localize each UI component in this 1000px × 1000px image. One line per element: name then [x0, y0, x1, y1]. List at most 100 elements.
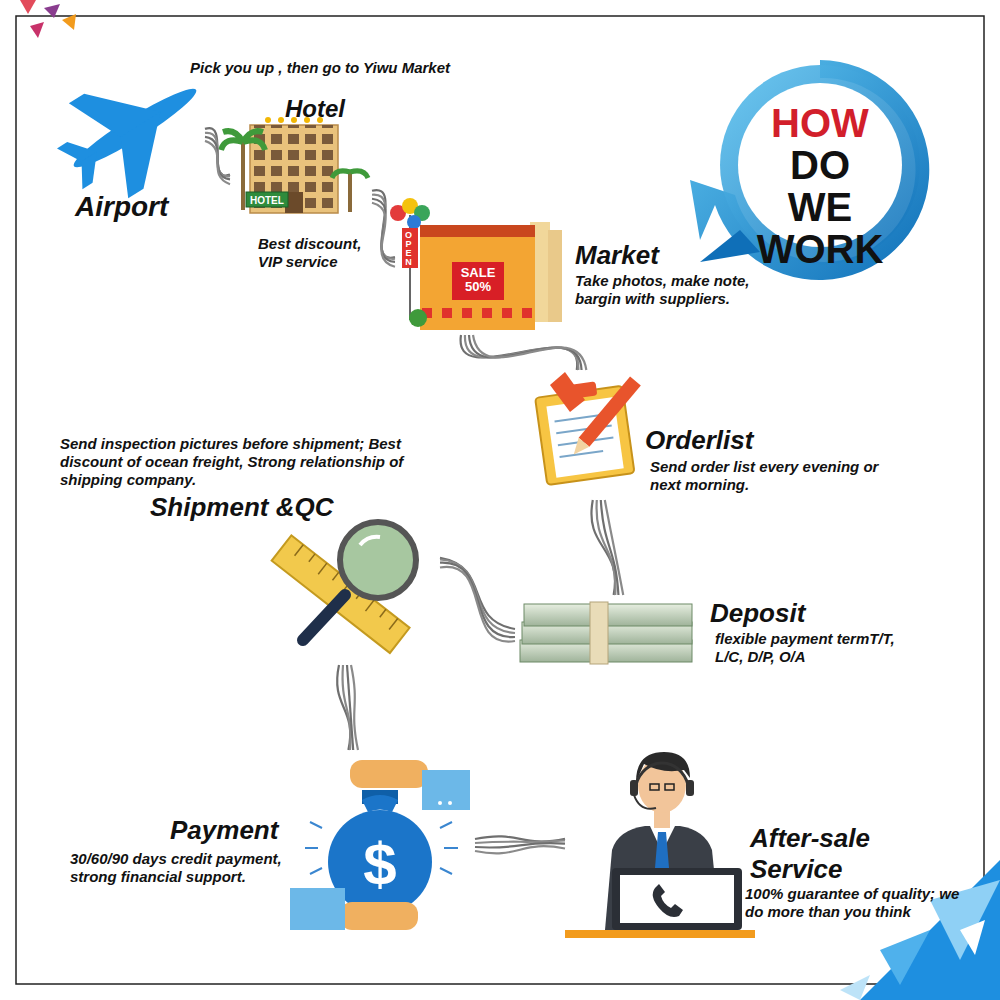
money-stack-icon: [590, 602, 608, 664]
hotel-icon: [246, 192, 288, 207]
shipment-qc-icon: [332, 572, 338, 580]
market-icon: [452, 262, 504, 300]
shipment-qc-icon: [340, 522, 416, 598]
shipment-qc-icon: [380, 609, 386, 617]
process-step: MarketTake photos, make note, bargin wit…: [395, 200, 755, 335]
shipment-qc-icon: [272, 522, 416, 653]
sign-text: OPEN: [404, 231, 413, 267]
payment-icon: [448, 801, 452, 805]
hotel-icon: [221, 117, 368, 213]
process-step: Airport: [55, 85, 205, 228]
support-agent-icon: [636, 763, 688, 785]
orderlist-icon: [550, 372, 585, 412]
step-heading: Market: [575, 240, 659, 271]
orderlist-icon: [568, 376, 640, 459]
payment-icon: [310, 868, 322, 874]
corner-decoration: [20, 0, 1000, 1000]
market-icon: [482, 308, 492, 318]
payment-icon: [422, 770, 470, 810]
cable-connector: [601, 500, 619, 595]
shipment-qc-icon: [295, 545, 304, 556]
shipment-qc-icon: [303, 595, 345, 640]
step-description: 100% guarantee of quality; we do more th…: [745, 885, 960, 921]
support-agent-icon: [612, 868, 742, 930]
step-heading: Shipment &QC: [150, 492, 333, 523]
shipment-qc-icon: [309, 554, 315, 562]
hotel-icon: [265, 117, 271, 123]
shipment-qc-icon: [389, 619, 398, 630]
payment-icon: $: [290, 760, 470, 930]
cable-connector: [205, 141, 230, 184]
title-badge: [700, 230, 760, 262]
cable-connector: [351, 665, 358, 750]
payment-icon: [350, 760, 428, 788]
process-step: Payment 30/60/90 days credit payment, str…: [65, 750, 475, 940]
orderlist-icon: [579, 376, 641, 446]
step-heading: Payment: [170, 815, 278, 846]
support-agent-icon: [686, 780, 694, 796]
sign-text: SALE 50%: [456, 266, 500, 295]
corner-decoration: [20, 0, 36, 14]
route-note: Pick you up , then go to Yiwu Market: [190, 60, 450, 77]
diagram-title: HOW DO WE WORK: [755, 102, 885, 270]
frame: [16, 16, 984, 984]
process-step: Depositflexible payment termT/T, L/C, D/…: [515, 595, 924, 675]
market-icon: [442, 308, 452, 318]
cable-connector: [440, 567, 515, 642]
market-icon: [522, 308, 532, 318]
market-icon: [407, 215, 421, 229]
step-description: 30/60/90 days credit payment, strong fin…: [70, 850, 300, 886]
cable-connector: [473, 335, 586, 370]
airplane-icon: [99, 112, 191, 198]
process-step: HotelBest discount, VIP service: [230, 95, 372, 280]
corner-decoration: [880, 930, 930, 985]
payment-icon: [444, 847, 458, 849]
cable-connector: [461, 335, 587, 370]
step-heading: Hotel: [285, 95, 345, 124]
process-step: Send inspection pictures before shipment…: [60, 435, 440, 665]
cable-connector: [205, 128, 230, 184]
cable-connector: [440, 558, 515, 642]
market-icon: [548, 230, 562, 322]
cable-connector: [591, 500, 623, 595]
orderlist-icon: [560, 451, 604, 457]
hotel-icon: [241, 140, 245, 210]
step-description: Send inspection pictures before shipment…: [60, 435, 405, 489]
title-badge: [690, 60, 929, 280]
corner-decoration: [860, 860, 1000, 1000]
sign-text: HOTEL: [250, 195, 284, 206]
payment-icon: [362, 795, 398, 812]
shipment-qc-icon: [365, 600, 374, 611]
support-agent-icon: [636, 752, 690, 782]
process-step: OrderlistSend order list every evening o…: [525, 370, 894, 500]
support-agent-icon: [565, 752, 755, 938]
payment-icon: [438, 801, 442, 805]
cable-connector: [591, 500, 615, 595]
corner-decoration: [960, 920, 985, 955]
step-description: Take photos, make note, bargin with supp…: [575, 272, 750, 308]
payment-icon: [305, 847, 318, 849]
payment-icon: $: [363, 831, 396, 898]
payment-icon: [340, 902, 418, 930]
cable-connector: [372, 190, 395, 267]
support-agent-icon: [634, 795, 656, 809]
step-heading: After-sale Service: [750, 823, 900, 885]
support-agent-icon: [650, 784, 659, 790]
cable-connector: [597, 500, 616, 595]
payment-icon: [310, 822, 322, 828]
market-icon: [409, 309, 427, 327]
airplane-icon: [70, 152, 110, 189]
market-icon: [390, 198, 562, 330]
step-heading: Airport: [75, 190, 168, 224]
cable-connector: [372, 203, 395, 267]
hotel-icon: [250, 125, 338, 213]
step-description: flexible payment termT/T, L/C, D/P, O/A: [715, 630, 920, 666]
payment-icon: [290, 888, 345, 930]
step-description: Send order list every evening or next mo…: [650, 458, 890, 494]
orderlist-icon: [568, 438, 589, 459]
market-icon: [462, 308, 472, 318]
hotel-icon: [348, 170, 352, 212]
shipment-qc-icon: [318, 563, 327, 574]
payment-icon: [305, 822, 458, 874]
step-heading: Orderlist: [645, 425, 753, 456]
